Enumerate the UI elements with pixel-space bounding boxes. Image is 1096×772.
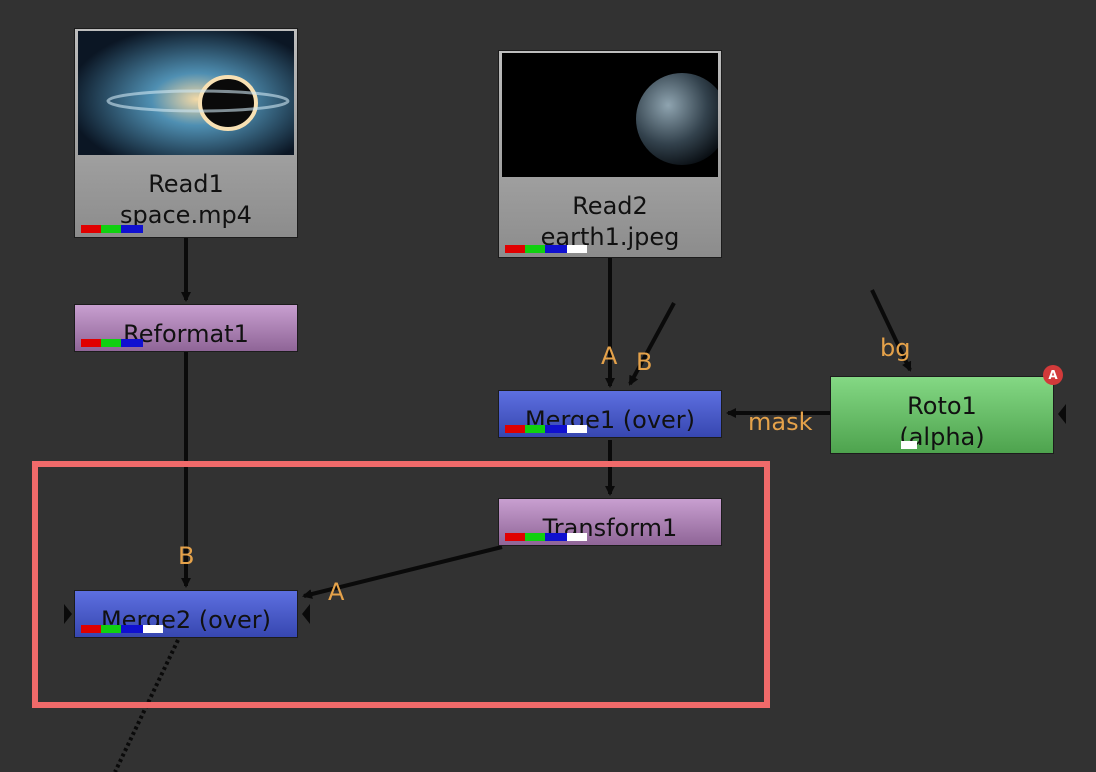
edge-label-b-merge1: B bbox=[636, 348, 653, 376]
channel-indicator-icon bbox=[81, 625, 163, 633]
channel-indicator-icon bbox=[81, 225, 151, 233]
node-roto1-title: Roto1 bbox=[907, 392, 977, 420]
node-merge1[interactable]: Merge1 (over) bbox=[498, 390, 722, 438]
edge-label-a-merge2: A bbox=[328, 578, 345, 606]
roto-alpha-badge-icon: A bbox=[1043, 365, 1063, 385]
node-reformat1-title: Reformat1 bbox=[123, 320, 249, 348]
node-read1-file: space.mp4 bbox=[120, 201, 252, 229]
node-thumbnail-icon bbox=[502, 53, 718, 177]
node-read2[interactable]: Read2 earth1.jpeg bbox=[498, 50, 722, 258]
merge2-right-input-arrow-icon[interactable] bbox=[302, 604, 310, 624]
edge-label-b-merge2: B bbox=[178, 542, 195, 570]
node-transform1[interactable]: Transform1 bbox=[498, 498, 722, 546]
node-merge2[interactable]: Merge2 (over) bbox=[74, 590, 298, 638]
roto1-right-input-arrow-icon[interactable] bbox=[1058, 404, 1066, 424]
channel-indicator-icon bbox=[505, 425, 587, 433]
node-thumbnail-icon bbox=[78, 31, 294, 155]
edge-label-a-merge1: A bbox=[601, 342, 618, 370]
edge-bg-roto1[interactable] bbox=[870, 289, 912, 372]
edge-label-mask: mask bbox=[748, 408, 813, 436]
node-read1-title: Read1 bbox=[148, 170, 224, 198]
highlight-box bbox=[32, 461, 770, 708]
channel-indicator-icon bbox=[81, 339, 151, 347]
node-reformat1[interactable]: Reformat1 bbox=[74, 304, 298, 352]
merge2-left-input-arrow-icon[interactable] bbox=[64, 604, 72, 624]
node-read2-title: Read2 bbox=[572, 192, 648, 220]
channel-indicator-icon bbox=[837, 441, 917, 449]
edge-b-merge1[interactable] bbox=[628, 302, 676, 386]
node-roto1[interactable]: Roto1 (alpha) A bbox=[830, 365, 1063, 454]
edge-transform1-merge2[interactable] bbox=[302, 545, 503, 599]
edge-label-bg-roto1: bg bbox=[880, 334, 911, 362]
channel-indicator-icon bbox=[505, 245, 587, 253]
channel-indicator-icon bbox=[505, 533, 587, 541]
node-read1[interactable]: Read1 space.mp4 bbox=[74, 28, 298, 238]
